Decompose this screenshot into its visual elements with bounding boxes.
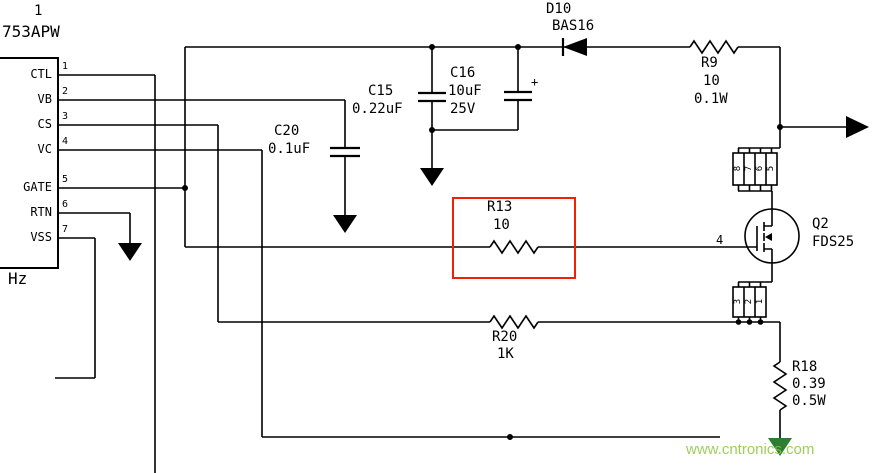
ic-pin-num-2: 2 xyxy=(62,86,69,97)
q2-drain-pin-num-6: 6 xyxy=(755,165,765,172)
ic-pin-num-4: 4 xyxy=(62,136,69,147)
q2-source-pin-num-2: 2 xyxy=(744,298,754,305)
ic-pin-name-ctl: CTL xyxy=(30,67,52,81)
ic-note-label: Hz xyxy=(8,269,28,288)
q2-drain-pin-num-7: 7 xyxy=(744,165,754,172)
r20-ref-label: R20 xyxy=(492,329,518,345)
d10-part-label: BAS16 xyxy=(552,18,595,34)
c16-voltage-label: 25V xyxy=(450,101,476,117)
r20-resistor-symbol xyxy=(489,314,539,330)
r13-resistor-symbol xyxy=(489,239,539,255)
q2-ref-label: Q2 xyxy=(812,216,829,232)
ic-pin-num-5: 5 xyxy=(62,174,69,185)
watermark-text: www.cntronics.com xyxy=(686,441,815,458)
ic-pin-name-vc: VC xyxy=(37,142,52,156)
q2-drain-pin-num-8: 8 xyxy=(733,165,743,172)
q2-drain-pin-num-5: 5 xyxy=(766,165,776,172)
ic-pin-name-cs: CS xyxy=(37,117,52,131)
ic-pin-num-3: 3 xyxy=(62,111,69,122)
r13-ref-label: R13 xyxy=(487,199,513,215)
ground-icon-c20 xyxy=(333,215,357,233)
r9-ref-label: R9 xyxy=(701,55,718,71)
d10-diode-symbol xyxy=(561,38,587,56)
r18-ref-label: R18 xyxy=(792,359,818,375)
junction-dots xyxy=(182,44,783,440)
ic-pin-num-1: 1 xyxy=(62,61,69,72)
q2-gate-pin-num: 4 xyxy=(716,233,724,247)
offpage-arrow-icon xyxy=(846,116,869,138)
q2-part-label: FDS25 xyxy=(812,234,855,250)
c15-capacitor-symbol xyxy=(418,91,446,103)
ic-pin-name-vb: VB xyxy=(37,92,52,106)
q2-source-pin-num-3: 3 xyxy=(733,298,743,305)
r9-resistor-symbol xyxy=(689,39,739,55)
r18-resistor-symbol xyxy=(772,361,788,411)
c16-plus-mark: + xyxy=(531,75,539,89)
c15-ref-label: C15 xyxy=(368,83,394,99)
q2-mosfet-symbol xyxy=(732,147,800,322)
r9-power-label: 0.1W xyxy=(694,91,728,107)
r13-highlight-box xyxy=(452,197,576,279)
ic-pin-name-vss: VSS xyxy=(30,230,52,244)
d10-ref-label: D10 xyxy=(546,1,572,17)
r18-value-label: 0.39 xyxy=(792,376,826,392)
ground-icon-rtn xyxy=(118,243,142,261)
ic-ref-label: 1 xyxy=(34,3,43,19)
ic-pin-name-gate: GATE xyxy=(23,180,52,194)
q2-source-pin-num-1: 1 xyxy=(755,298,765,305)
ic-pin-num-7: 7 xyxy=(62,224,69,235)
r13-value-label: 10 xyxy=(493,217,510,233)
r18-power-label: 0.5W xyxy=(792,393,826,409)
c15-value-label: 0.22uF xyxy=(352,101,403,117)
c16-capacitor-symbol xyxy=(504,90,532,102)
ic-body-symbol xyxy=(0,57,59,269)
c16-value-label: 10uF xyxy=(448,83,482,99)
c20-capacitor-symbol xyxy=(330,146,360,158)
c20-ref-label: C20 xyxy=(274,123,300,139)
r9-value-label: 10 xyxy=(703,73,720,89)
c20-value-label: 0.1uF xyxy=(268,141,311,157)
c16-ref-label: C16 xyxy=(450,65,476,81)
wires xyxy=(55,46,846,473)
ic-part-label: 753APW xyxy=(2,22,60,41)
r20-value-label: 1K xyxy=(497,346,514,362)
ic-pin-num-6: 6 xyxy=(62,199,69,210)
ic-pin-name-rtn: RTN xyxy=(30,205,52,219)
ground-icon-c15-c16 xyxy=(420,168,444,186)
ground-icon-r18 xyxy=(768,438,792,456)
